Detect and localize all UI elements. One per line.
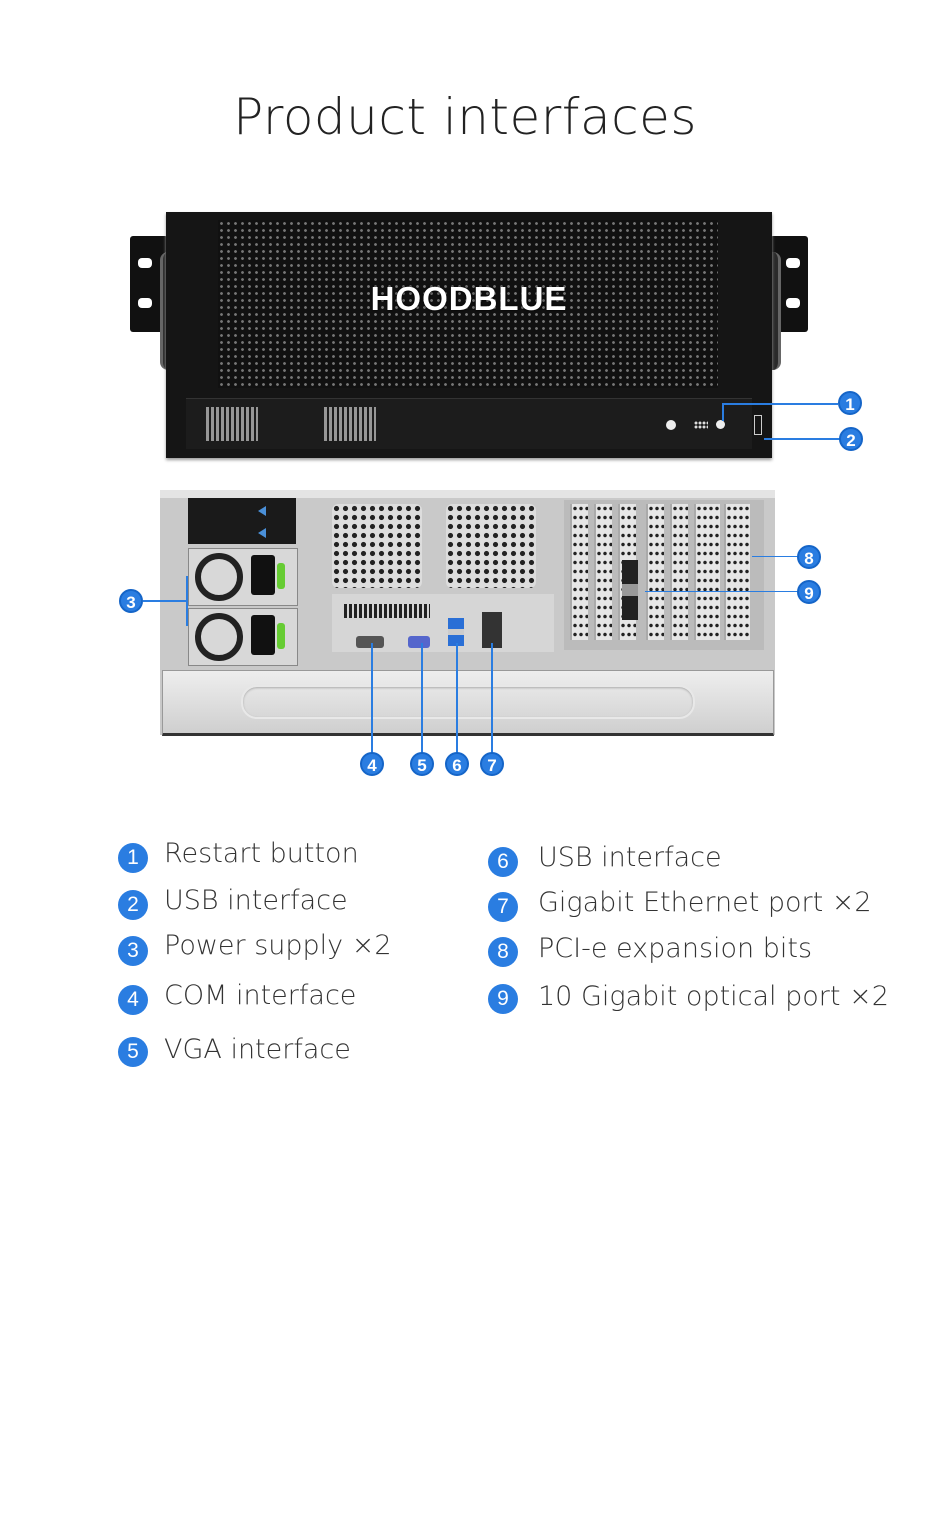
chassis-front: HOODBLUE (166, 212, 772, 458)
io-panel (332, 594, 554, 652)
legend-item: Gigabit Ethernet port ×2 (538, 887, 872, 918)
front-usb-port[interactable] (754, 415, 762, 435)
legend-badge: 1 (118, 843, 148, 873)
server-rear-view (160, 490, 775, 736)
power-supply-2 (188, 608, 298, 666)
rear-bottom-panel (162, 670, 774, 736)
legend-item: Restart button (164, 838, 359, 869)
legend-badge: 6 (488, 847, 518, 877)
legend-item: COM interface (164, 980, 357, 1011)
rear-fan-1 (332, 504, 422, 588)
legend-badge: 5 (118, 1037, 148, 1067)
server-front-view: HOODBLUE (130, 210, 810, 460)
drive-bays (188, 498, 296, 544)
page-title: Product interfaces (233, 88, 697, 146)
callout-3: 3 (119, 589, 143, 613)
brand-logo: HOODBLUE (370, 280, 568, 317)
legend-item: USB interface (164, 885, 348, 916)
rear-fan-2 (446, 504, 536, 588)
legend-badge: 9 (488, 984, 518, 1014)
legend-badge: 8 (488, 937, 518, 967)
callout-8: 8 (797, 545, 821, 569)
callout-2: 2 (839, 427, 863, 451)
callout-1: 1 (838, 391, 862, 415)
legend-item: VGA interface (164, 1034, 351, 1065)
callout-9: 9 (797, 580, 821, 604)
legend-badge: 3 (118, 936, 148, 966)
pcie-slots (564, 500, 764, 650)
legend-badge: 7 (488, 892, 518, 922)
power-supply-1 (188, 548, 298, 606)
com-port[interactable] (356, 636, 384, 648)
optical-ports[interactable] (622, 560, 638, 620)
callout-6: 6 (445, 752, 469, 776)
ethernet-ports[interactable] (482, 612, 502, 648)
front-mesh-grille (218, 220, 718, 388)
legend-badge: 2 (118, 890, 148, 920)
callout-7: 7 (480, 752, 504, 776)
legend-item: PCI-e expansion bits (538, 933, 813, 964)
rear-usb-ports[interactable] (448, 618, 464, 646)
status-leds (694, 421, 708, 429)
power-button[interactable] (666, 420, 676, 430)
front-panel (186, 398, 762, 449)
legend-item: 10 Gigabit optical port ×2 (538, 981, 889, 1012)
legend-item: USB interface (538, 842, 722, 873)
legend-badge: 4 (118, 985, 148, 1015)
vga-port[interactable] (408, 636, 430, 648)
restart-button[interactable] (716, 420, 725, 429)
legend-item: Power supply ×2 (164, 930, 392, 961)
callout-4: 4 (360, 752, 384, 776)
callout-5: 5 (410, 752, 434, 776)
